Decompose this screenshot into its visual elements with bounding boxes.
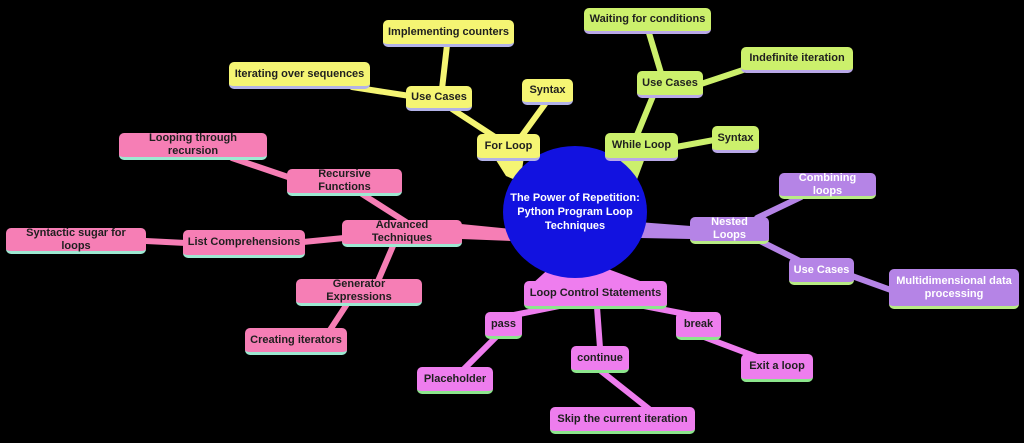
- node-label: Looping through recursion: [149, 132, 237, 157]
- node-label: Waiting for conditions: [589, 13, 706, 26]
- node-nested-loops-use-cases[interactable]: Use Cases: [789, 258, 854, 285]
- node-placeholder[interactable]: Placeholder: [417, 367, 493, 394]
- node-loop-control-statements[interactable]: Loop Control Statements: [524, 281, 667, 309]
- node-label: Skip the current iteration: [557, 412, 688, 425]
- node-label: Placeholder: [423, 372, 487, 385]
- node-label: For Loop: [484, 139, 533, 152]
- node-label: Advanced Techniques: [371, 219, 433, 244]
- node-label: Iterating over sequences: [234, 67, 365, 80]
- node-iterating-over-sequences[interactable]: Iterating over sequences: [229, 62, 370, 89]
- node-label: Exit a loop: [749, 360, 805, 373]
- node-label: Use Cases: [411, 90, 467, 103]
- node-label: Multidimensional data processing: [896, 274, 1012, 300]
- edges-nested-loops-branch: [638, 194, 894, 293]
- node-label: pass: [490, 317, 517, 330]
- central-topic-node[interactable]: The Power of Repetition: Python Program …: [503, 146, 647, 278]
- node-label: While Loop: [611, 139, 672, 152]
- node-recursive-functions[interactable]: Recursive Functions: [287, 168, 402, 196]
- node-label: continue: [577, 351, 623, 364]
- central-topic-line: The Power of Repetition:: [510, 191, 640, 204]
- node-label: List Comprehensions: [187, 236, 301, 249]
- node-while-loop-use-cases[interactable]: Use Cases: [637, 71, 703, 98]
- node-label: Loop Control Statements: [529, 287, 662, 300]
- node-label: Generator Expressions: [326, 278, 392, 303]
- node-implementing-counters[interactable]: Implementing counters: [383, 20, 514, 47]
- node-for-loop[interactable]: For Loop: [477, 134, 540, 161]
- central-topic-line: Python Program Loop: [517, 205, 633, 218]
- node-label: Combining loops: [798, 171, 857, 197]
- node-label: Implementing counters: [387, 25, 510, 38]
- node-label: Creating iterators: [250, 333, 342, 346]
- node-label: Syntax: [717, 131, 754, 144]
- node-nested-loops[interactable]: Nested Loops: [690, 216, 769, 244]
- node-waiting-for-conditions[interactable]: Waiting for conditions: [584, 8, 711, 34]
- node-label: Syntax: [529, 84, 566, 97]
- node-break[interactable]: break: [676, 312, 721, 340]
- node-label: Nested Loops: [711, 216, 748, 241]
- node-pass[interactable]: pass: [485, 312, 522, 339]
- edges-for-loop-branch: [349, 42, 548, 182]
- central-topic-line: Techniques: [544, 220, 606, 233]
- node-list-comprehensions[interactable]: List Comprehensions: [183, 230, 305, 258]
- node-for-loop-use-cases[interactable]: Use Cases: [406, 86, 472, 111]
- node-looping-through-recursion[interactable]: Looping through recursion: [119, 132, 267, 160]
- central-topic-label: The Power of Repetition: Python Program …: [510, 191, 640, 234]
- node-combining-loops[interactable]: Combining loops: [779, 171, 876, 199]
- node-label: Syntactic sugar for loops: [26, 226, 126, 252]
- node-exit-a-loop[interactable]: Exit a loop: [741, 354, 813, 382]
- node-for-loop-syntax[interactable]: Syntax: [522, 79, 573, 105]
- node-label: Use Cases: [642, 76, 698, 89]
- node-label: break: [683, 318, 714, 331]
- node-label: Indefinite iteration: [749, 52, 845, 65]
- edges-advanced-techniques-branch: [143, 155, 512, 333]
- node-while-loop-syntax[interactable]: Syntax: [712, 126, 759, 153]
- node-continue[interactable]: continue: [571, 346, 629, 373]
- node-label: Use Cases: [793, 263, 850, 276]
- node-indefinite-iteration[interactable]: Indefinite iteration: [741, 47, 853, 73]
- node-while-loop[interactable]: While Loop: [605, 133, 678, 161]
- node-advanced-techniques[interactable]: Advanced Techniques: [342, 219, 462, 247]
- node-skip-the-current-iteration[interactable]: Skip the current iteration: [550, 407, 695, 434]
- node-label: Recursive Functions: [318, 168, 371, 193]
- node-generator-expressions[interactable]: Generator Expressions: [296, 278, 422, 306]
- node-multidimensional-data-processing[interactable]: Multidimensional data processing: [889, 269, 1019, 309]
- node-creating-iterators[interactable]: Creating iterators: [245, 328, 347, 355]
- node-syntactic-sugar-for-loops[interactable]: Syntactic sugar for loops: [6, 226, 146, 254]
